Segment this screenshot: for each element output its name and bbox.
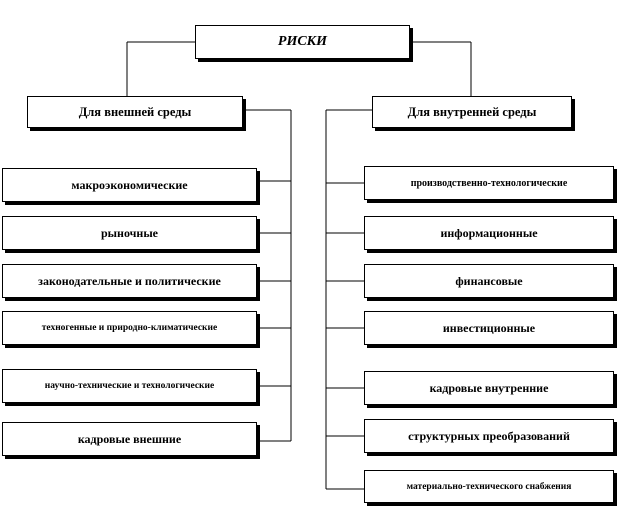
internal-item-label: материально-технического снабжения — [406, 481, 572, 492]
external-item-label: законодательные и политические — [38, 273, 221, 288]
internal-item: структурных преобразований — [364, 419, 614, 453]
root-node-label: РИСКИ — [277, 34, 328, 49]
internal-item: кадровые внутренние — [364, 371, 614, 405]
external-environment-header: Для внешней среды — [27, 96, 243, 128]
internal-item-label: информационные — [440, 225, 538, 240]
internal-item: информационные — [364, 216, 614, 250]
internal-item: материально-технического снабжения — [364, 470, 614, 503]
external-item: кадровые внешние — [2, 422, 257, 456]
internal-item-label: структурных преобразований — [408, 428, 570, 443]
external-item-label: научно-технические и технологические — [44, 381, 215, 391]
internal-item: производственно-технологические — [364, 166, 614, 200]
internal-item-label: финансовые — [455, 273, 523, 288]
external-header-label: Для внешней среды — [78, 104, 192, 119]
external-item: законодательные и политические — [2, 264, 257, 298]
internal-item-label: инвестиционные — [442, 320, 536, 335]
external-item-label: рыночные — [100, 225, 159, 240]
external-item: макроэкономические — [2, 168, 257, 202]
external-item-label: макроэкономические — [71, 177, 188, 192]
external-item: рыночные — [2, 216, 257, 250]
external-item-label: кадровые внешние — [77, 431, 182, 446]
internal-item: финансовые — [364, 264, 614, 298]
external-item-label: техногенные и природно-климатические — [41, 323, 218, 333]
root-node-risks: РИСКИ — [195, 25, 410, 59]
external-item: техногенные и природно-климатические — [2, 311, 257, 345]
internal-header-label: Для внутренней среды — [407, 104, 537, 119]
external-item: научно-технические и технологические — [2, 369, 257, 403]
internal-environment-header: Для внутренней среды — [372, 96, 572, 128]
internal-item: инвестиционные — [364, 311, 614, 345]
internal-item-label: производственно-технологические — [410, 177, 568, 189]
internal-item-label: кадровые внутренние — [429, 380, 549, 395]
